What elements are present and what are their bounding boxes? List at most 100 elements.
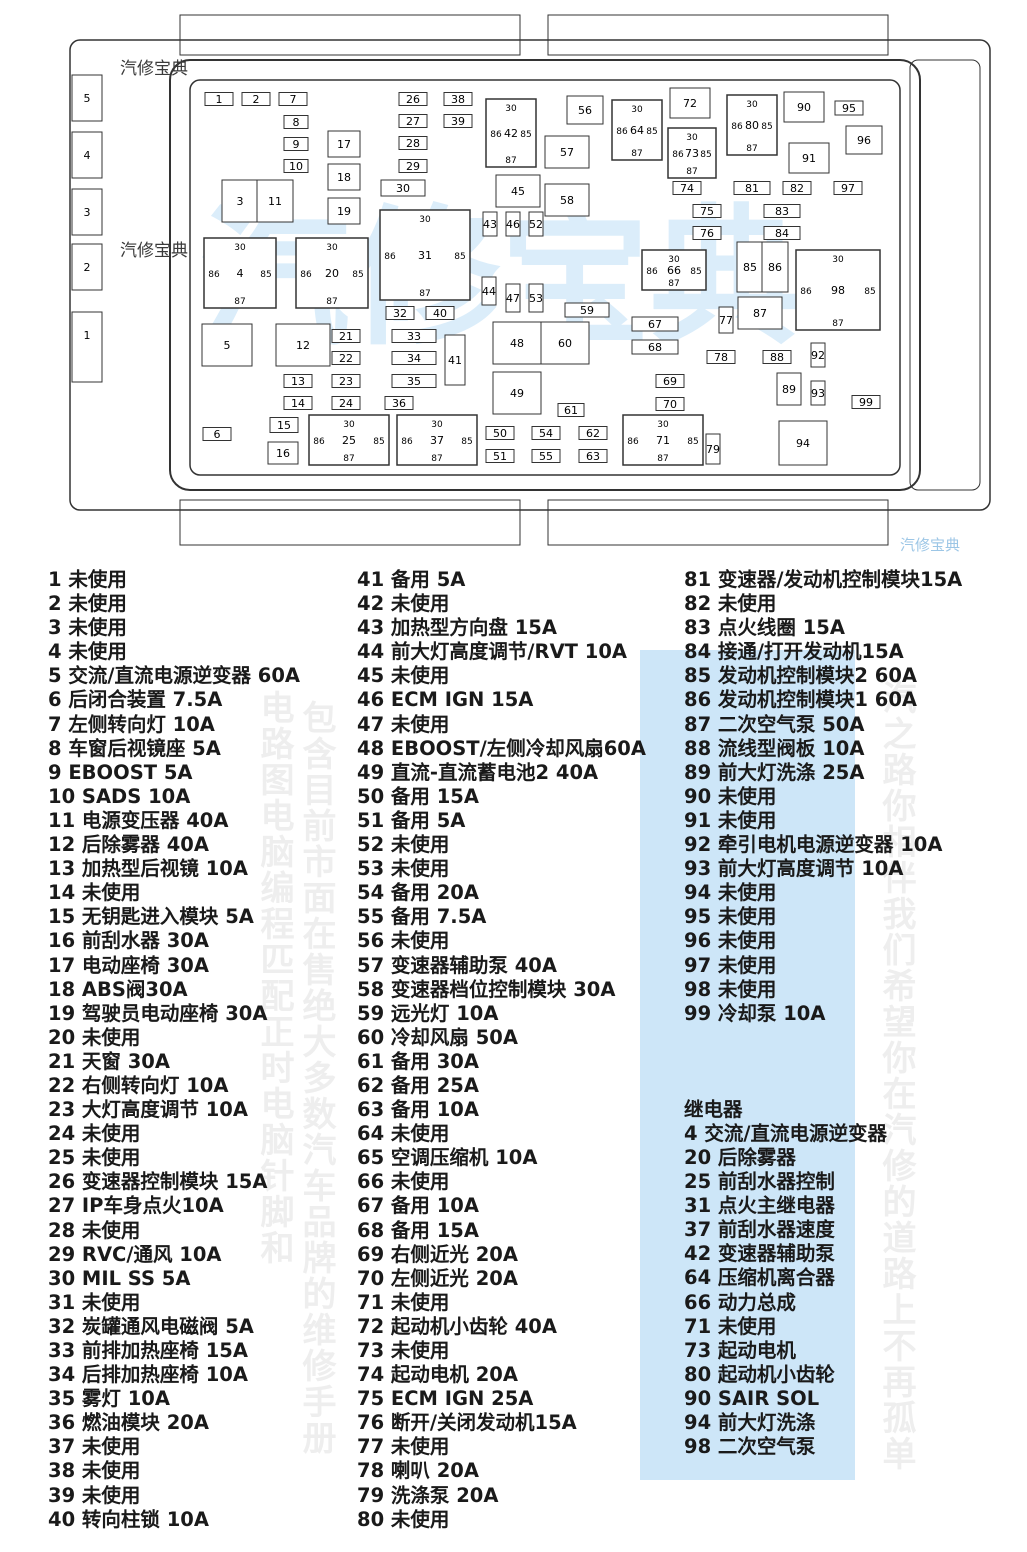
- legend-fuse-item: 5 交流/直流电源逆变器 60A: [48, 664, 300, 688]
- legend-fuse-item: 78 喇叭 20A: [357, 1459, 479, 1483]
- relay-pin-label: 85: [352, 270, 363, 280]
- fuse-number: 62: [586, 427, 600, 440]
- legend-fuse-item: 63 备用 10A: [357, 1098, 479, 1122]
- fuse-slot: [398, 92, 428, 106]
- housing-tab-top-left: [179, 14, 521, 56]
- fuse-number: 70: [663, 398, 677, 411]
- fuse-slot: [485, 449, 515, 463]
- legend-fuse-item: 67 备用 10A: [357, 1194, 479, 1218]
- legend-fuse-item: 4 未使用: [48, 640, 127, 664]
- relay-pin-label: 87: [686, 167, 697, 177]
- legend-fuse-item: 23 大灯高度调节 10A: [48, 1098, 248, 1122]
- relay-number: 25: [342, 434, 356, 447]
- legend-fuse-item: 40 转向柱锁 10A: [48, 1507, 209, 1531]
- side-connector: [71, 188, 103, 236]
- fuse-number: 9: [293, 138, 300, 151]
- fuse-number: 97: [841, 182, 855, 195]
- fuse-number: 63: [586, 450, 600, 463]
- fuse-number: 35: [407, 375, 421, 388]
- fuse-slot: [384, 396, 414, 410]
- relay-pin-label: 30: [686, 133, 698, 143]
- legend-fuse-item: 85 发动机控制模块2 60A: [684, 664, 918, 688]
- fuse-number: 52: [529, 218, 543, 231]
- fuse-number: 95: [842, 102, 856, 115]
- relay-slot: [308, 414, 390, 466]
- legend-fuse-item: 96 未使用: [684, 929, 777, 953]
- legend-fuse-item: 36 燃油模块 20A: [48, 1411, 209, 1435]
- fuse-slot: [443, 92, 473, 106]
- legend-relay-item: 98 二次空气泵: [684, 1435, 816, 1459]
- fuse-number: 85: [743, 261, 757, 274]
- fuse-number: 5: [224, 339, 231, 352]
- fuse-slot: [425, 306, 455, 320]
- fuse-slot: [655, 374, 685, 388]
- relay-pin-label: 86: [731, 122, 743, 132]
- fuse-slot: [763, 226, 801, 240]
- legend-fuse-item: 12 后除雾器 40A: [48, 833, 209, 857]
- relay-pin-label: 30: [326, 243, 338, 253]
- legend-relay-item: 71 未使用: [684, 1314, 777, 1338]
- fuse-slot: [788, 142, 830, 174]
- relay-pin-label: 87: [657, 454, 668, 464]
- legend-fuse-item: 95 未使用: [684, 905, 777, 929]
- legend-fuse-item: 74 起动电机 20A: [357, 1363, 518, 1387]
- fuse-number: 92: [811, 349, 825, 362]
- fuse-number: 89: [782, 383, 796, 396]
- fuse-number: 2: [253, 93, 260, 106]
- fuse-number: 50: [493, 427, 507, 440]
- fuse-slot: [834, 100, 864, 116]
- fuse-slot: [380, 179, 426, 197]
- fuse-number: 6: [214, 428, 221, 441]
- fuse-number: 38: [451, 93, 465, 106]
- fuse-number: 82: [790, 182, 804, 195]
- watermark-label-top: 汽修宝典: [120, 59, 188, 79]
- legend-fuse-item: 7 左侧转向灯 10A: [48, 712, 215, 736]
- fuse-slot: [485, 426, 515, 440]
- side-connector: [71, 243, 103, 291]
- housing-inner: [189, 79, 901, 476]
- fuse-slot: [528, 211, 544, 237]
- fuse-number: 49: [510, 387, 524, 400]
- fuse-slot: [481, 276, 497, 306]
- fuse-slot: [692, 226, 722, 240]
- fuse-number: 88: [770, 351, 784, 364]
- relay-number: 64: [630, 124, 644, 137]
- fuse-slot: [631, 316, 679, 332]
- relay-pin-label: 87: [832, 319, 843, 329]
- relay-number: 71: [656, 434, 670, 447]
- relay-pin-label: 85: [373, 437, 384, 447]
- legend-fuse-item: 59 远光灯 10A: [357, 1001, 499, 1025]
- fuse-slot: [672, 181, 702, 195]
- side-connector-label: 1: [84, 329, 91, 342]
- fuse-number: 15: [277, 419, 291, 432]
- relay-pin-label: 86: [646, 267, 658, 277]
- legend-fuse-item: 31 未使用: [48, 1290, 141, 1314]
- relay-pin-label: 30: [657, 420, 669, 430]
- relay-pin-label: 85: [646, 127, 657, 137]
- relay-pin-label: 86: [616, 127, 628, 137]
- fuse-number: 3: [237, 195, 244, 208]
- legend-fuse-item: 45 未使用: [357, 664, 450, 688]
- fuse-number: 77: [719, 314, 733, 327]
- fuse-slot: [737, 296, 783, 330]
- relay-pin-label: 30: [832, 255, 844, 265]
- fuse-number: 33: [407, 330, 421, 343]
- fuse-number: 1: [216, 93, 223, 106]
- legend-relay-item: 66 动力总成: [684, 1290, 796, 1314]
- fuse-slot: [531, 449, 561, 463]
- fuse-number: 39: [451, 115, 465, 128]
- fuse-slot: [631, 339, 679, 355]
- fuse-slot: [327, 163, 361, 191]
- legend-fuse-item: 48 EBOOST/左侧冷却风扇60A: [357, 736, 646, 760]
- fuse-slot: [851, 395, 881, 409]
- legend-fuse-item: 50 备用 15A: [357, 784, 479, 808]
- legend-fuse-item: 13 加热型后视镜 10A: [48, 857, 248, 881]
- relay-number: 80: [745, 119, 759, 132]
- relay-slot: [295, 237, 369, 309]
- relay-pin-label: 86: [300, 270, 312, 280]
- legend-fuse-item: 64 未使用: [357, 1122, 450, 1146]
- fuse-number: 8: [293, 116, 300, 129]
- legend-relay-item: 25 前刮水器控制: [684, 1170, 835, 1194]
